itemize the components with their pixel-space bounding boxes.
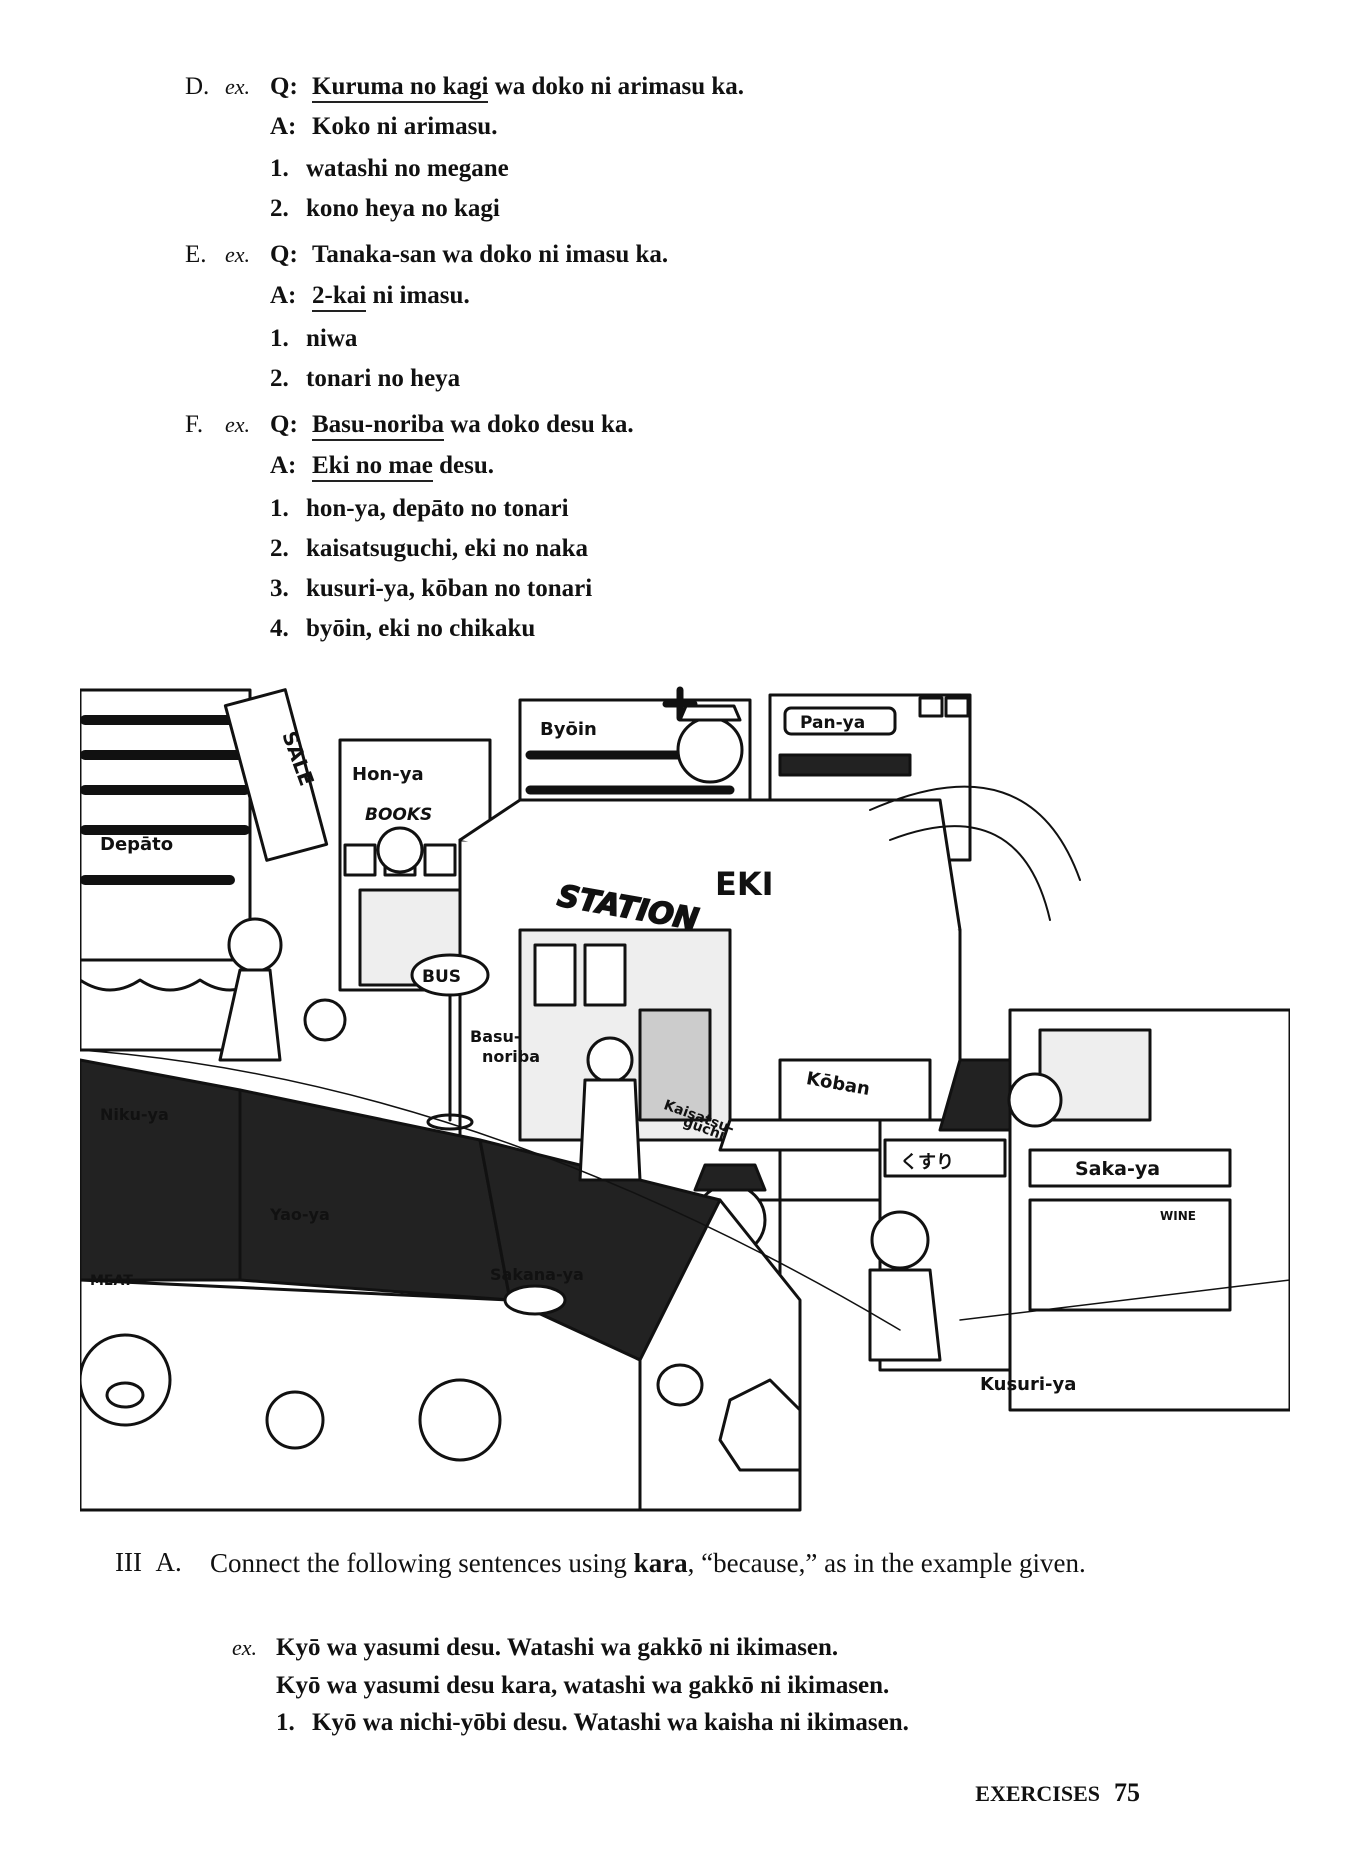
exercise-iii-heading: III A. xyxy=(115,1545,182,1579)
answer-text: Eki no mae desu. xyxy=(312,451,494,482)
sakaya-building xyxy=(1008,1008,1290,1412)
answer-rest: ni imasu. xyxy=(366,282,470,309)
page-footer: EXERCISES 75 xyxy=(975,1778,1140,1808)
item-number: 2. xyxy=(270,535,289,562)
dog-figure xyxy=(718,1378,802,1472)
town-street-illustration: Depāto SALE Hon-ya BOOKS Byōin Pan-ya EK… xyxy=(80,686,1290,1512)
underlined-phrase: Kuruma no kagi xyxy=(312,73,489,103)
example-marker: ex. xyxy=(225,242,251,267)
running-footer-section: EXERCISES xyxy=(975,1781,1100,1806)
byoin-label: Byōin xyxy=(540,719,597,740)
honya-label: Hon-ya xyxy=(352,764,424,785)
instructions-text-1: Connect the following sentences using xyxy=(210,1548,634,1578)
item-text: Kyō wa nichi-yōbi desu. Watashi wa kaish… xyxy=(312,1709,909,1736)
bus-stop-sign xyxy=(410,953,490,1131)
example-marker: ex. xyxy=(225,412,251,437)
item-number: 1. xyxy=(276,1709,295,1736)
question-text: Kuruma no kagi wa doko ni arimasu ka. xyxy=(312,72,745,103)
eki-label: EKI xyxy=(715,865,774,903)
instructions: Connect the following sentences using ka… xyxy=(210,1545,1170,1581)
instructions-keyword: kara xyxy=(633,1548,688,1578)
answer-text: Koko ni arimasu. xyxy=(312,113,498,140)
exercise-e-letter: E. xyxy=(185,241,207,268)
underlined-phrase: 2-kai xyxy=(312,282,367,312)
bus-sign-label: BUS xyxy=(422,967,461,987)
instructions-text-2: , “because,” as in the example given. xyxy=(687,1548,1086,1578)
example-marker: ex. xyxy=(232,1635,258,1660)
answer-label: A: xyxy=(270,452,297,479)
pig-figure xyxy=(80,1333,172,1427)
wine-label: WINE xyxy=(1160,1209,1196,1223)
item-number: 2. xyxy=(270,365,289,392)
page-number: 75 xyxy=(1114,1778,1140,1807)
exercise-d-letter: D. xyxy=(185,73,210,100)
basunoriba-label-1: Basu- xyxy=(470,1027,521,1046)
books-sign-label: BOOKS xyxy=(365,805,432,825)
example-line-1: Kyō wa yasumi desu. Watashi wa gakkō ni … xyxy=(276,1634,839,1661)
item-number: 4. xyxy=(270,615,289,642)
example-line-2: Kyō wa yasumi desu kara, watashi wa gakk… xyxy=(276,1672,890,1699)
kusuri-kana-label: くすり xyxy=(900,1152,954,1173)
underlined-phrase: Eki no mae xyxy=(312,452,433,482)
fish-seller-figure xyxy=(418,1378,502,1462)
item-number: 1. xyxy=(270,155,289,182)
sakaya-label: Saka-ya xyxy=(1075,1158,1160,1180)
nikuya-label: Niku-ya xyxy=(100,1105,169,1124)
question-label: Q: xyxy=(270,73,298,100)
depato-label: Depāto xyxy=(100,834,173,855)
cat-sign xyxy=(503,1284,567,1316)
question-label: Q: xyxy=(270,241,298,268)
question-text: Basu-noriba wa doko desu ka. xyxy=(312,410,634,441)
item-text: kaisatsuguchi, eki no naka xyxy=(306,535,589,562)
question-text: Tanaka-san wa doko ni imasu ka. xyxy=(312,241,669,268)
answer-label: A: xyxy=(270,113,297,140)
sakanaya-label: Sakana-ya xyxy=(490,1265,584,1284)
exercise-f-letter: F. xyxy=(185,411,204,438)
item-number: 1. xyxy=(270,495,289,522)
item-text: niwa xyxy=(306,325,358,352)
item-text: tonari no heya xyxy=(306,365,461,392)
kusuriya-label: Kusuri-ya xyxy=(980,1374,1076,1395)
question-label: Q: xyxy=(270,411,298,438)
pedestrians xyxy=(218,826,1063,1362)
answer-label: A: xyxy=(270,282,297,309)
answer-text: 2-kai ni imasu. xyxy=(312,281,470,312)
vegetable-seller-figure xyxy=(265,1390,325,1450)
item-text: kusuri-ya, kōban no tonari xyxy=(306,575,593,602)
nurse-figure xyxy=(676,716,744,784)
panya-label: Pan-ya xyxy=(800,713,865,733)
cross-icon xyxy=(662,686,698,722)
roman-numeral: III xyxy=(115,1547,142,1577)
example-marker: ex. xyxy=(225,74,251,99)
depato-building xyxy=(80,688,329,1052)
basunoriba-label-2: noriba xyxy=(482,1047,540,1066)
item-number: 3. xyxy=(270,575,289,602)
exercise-letter: A. xyxy=(155,1547,182,1577)
item-number: 1. xyxy=(270,325,289,352)
question-rest: wa doko ni arimasu ka. xyxy=(488,73,745,100)
question-rest: wa doko desu ka. xyxy=(443,411,634,438)
underlined-phrase: Basu-noriba xyxy=(312,411,444,441)
item-text: byōin, eki no chikaku xyxy=(306,615,536,642)
item-text: kono heya no kagi xyxy=(306,195,500,222)
item-text: hon-ya, depāto no tonari xyxy=(306,495,569,522)
yaoya-label: Yao-ya xyxy=(269,1205,330,1224)
answer-rest: desu. xyxy=(432,452,494,479)
item-text: watashi no megane xyxy=(306,155,509,182)
market-row xyxy=(80,1058,802,1512)
meat-sign-label: MEAT xyxy=(90,1273,133,1289)
item-number: 2. xyxy=(270,195,289,222)
